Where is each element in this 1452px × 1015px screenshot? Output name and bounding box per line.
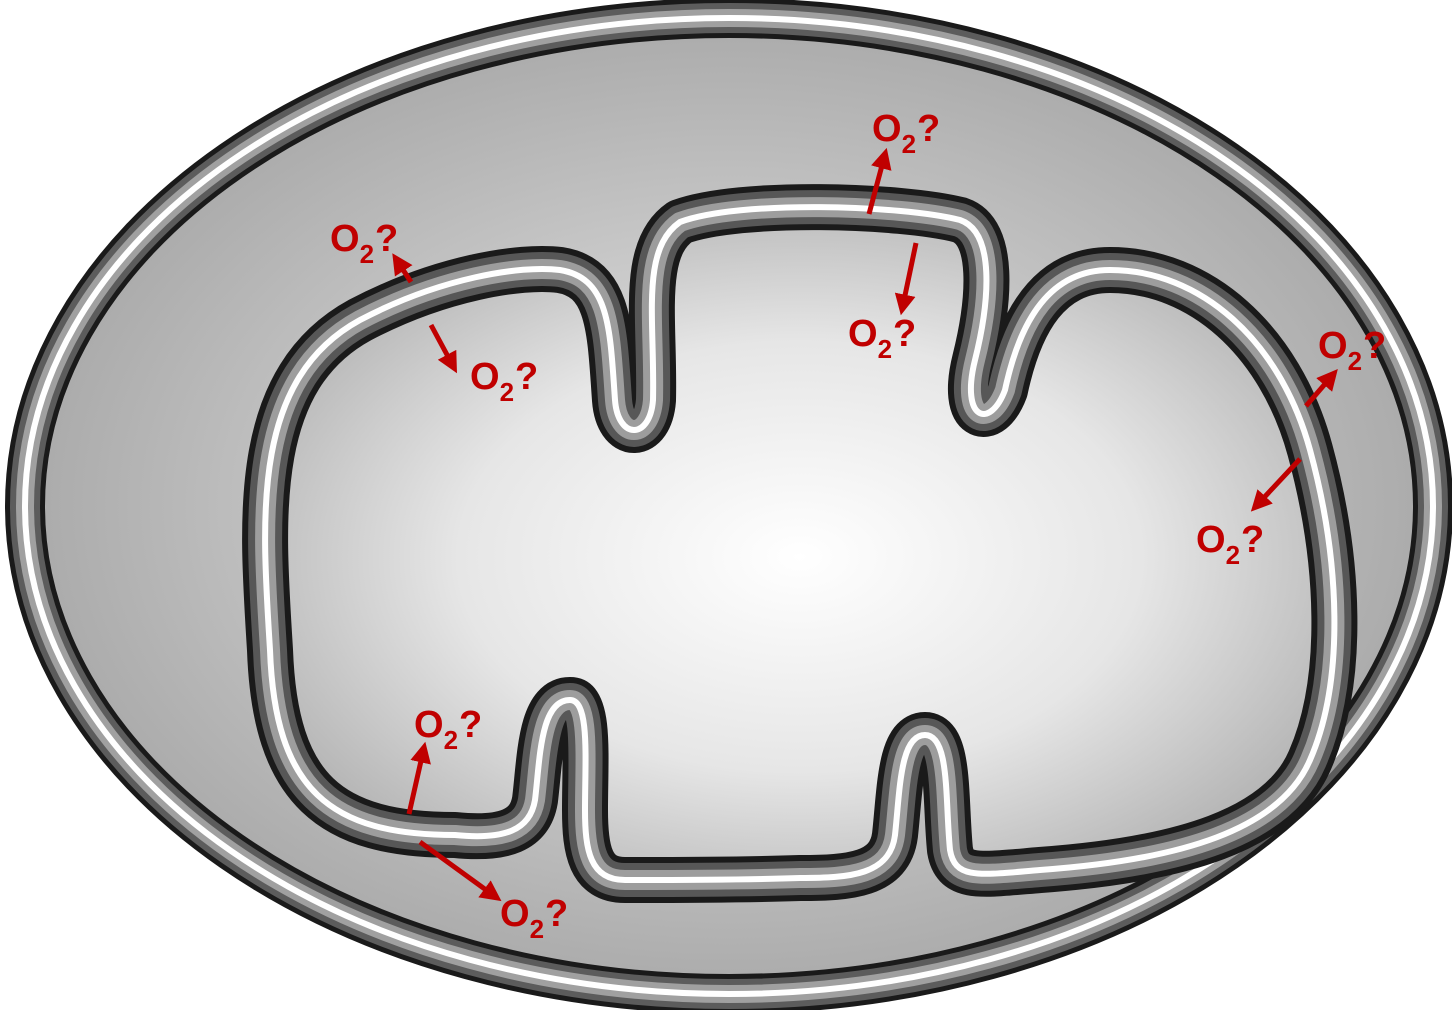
o2-label-left-outer: O2? — [330, 220, 398, 261]
o2-label-bottom-down: O2? — [500, 895, 568, 936]
o2-label-right-outer: O2? — [1318, 327, 1386, 368]
inner-membrane-cristae — [265, 207, 1334, 880]
o2-label-top-inner: O2? — [848, 315, 916, 356]
o2-label-top-outer: O2? — [872, 110, 940, 151]
o2-label-bottom-up: O2? — [414, 706, 482, 747]
o2-label-right-inner: O2? — [1196, 521, 1264, 562]
o2-label-left-inner: O2? — [470, 358, 538, 399]
